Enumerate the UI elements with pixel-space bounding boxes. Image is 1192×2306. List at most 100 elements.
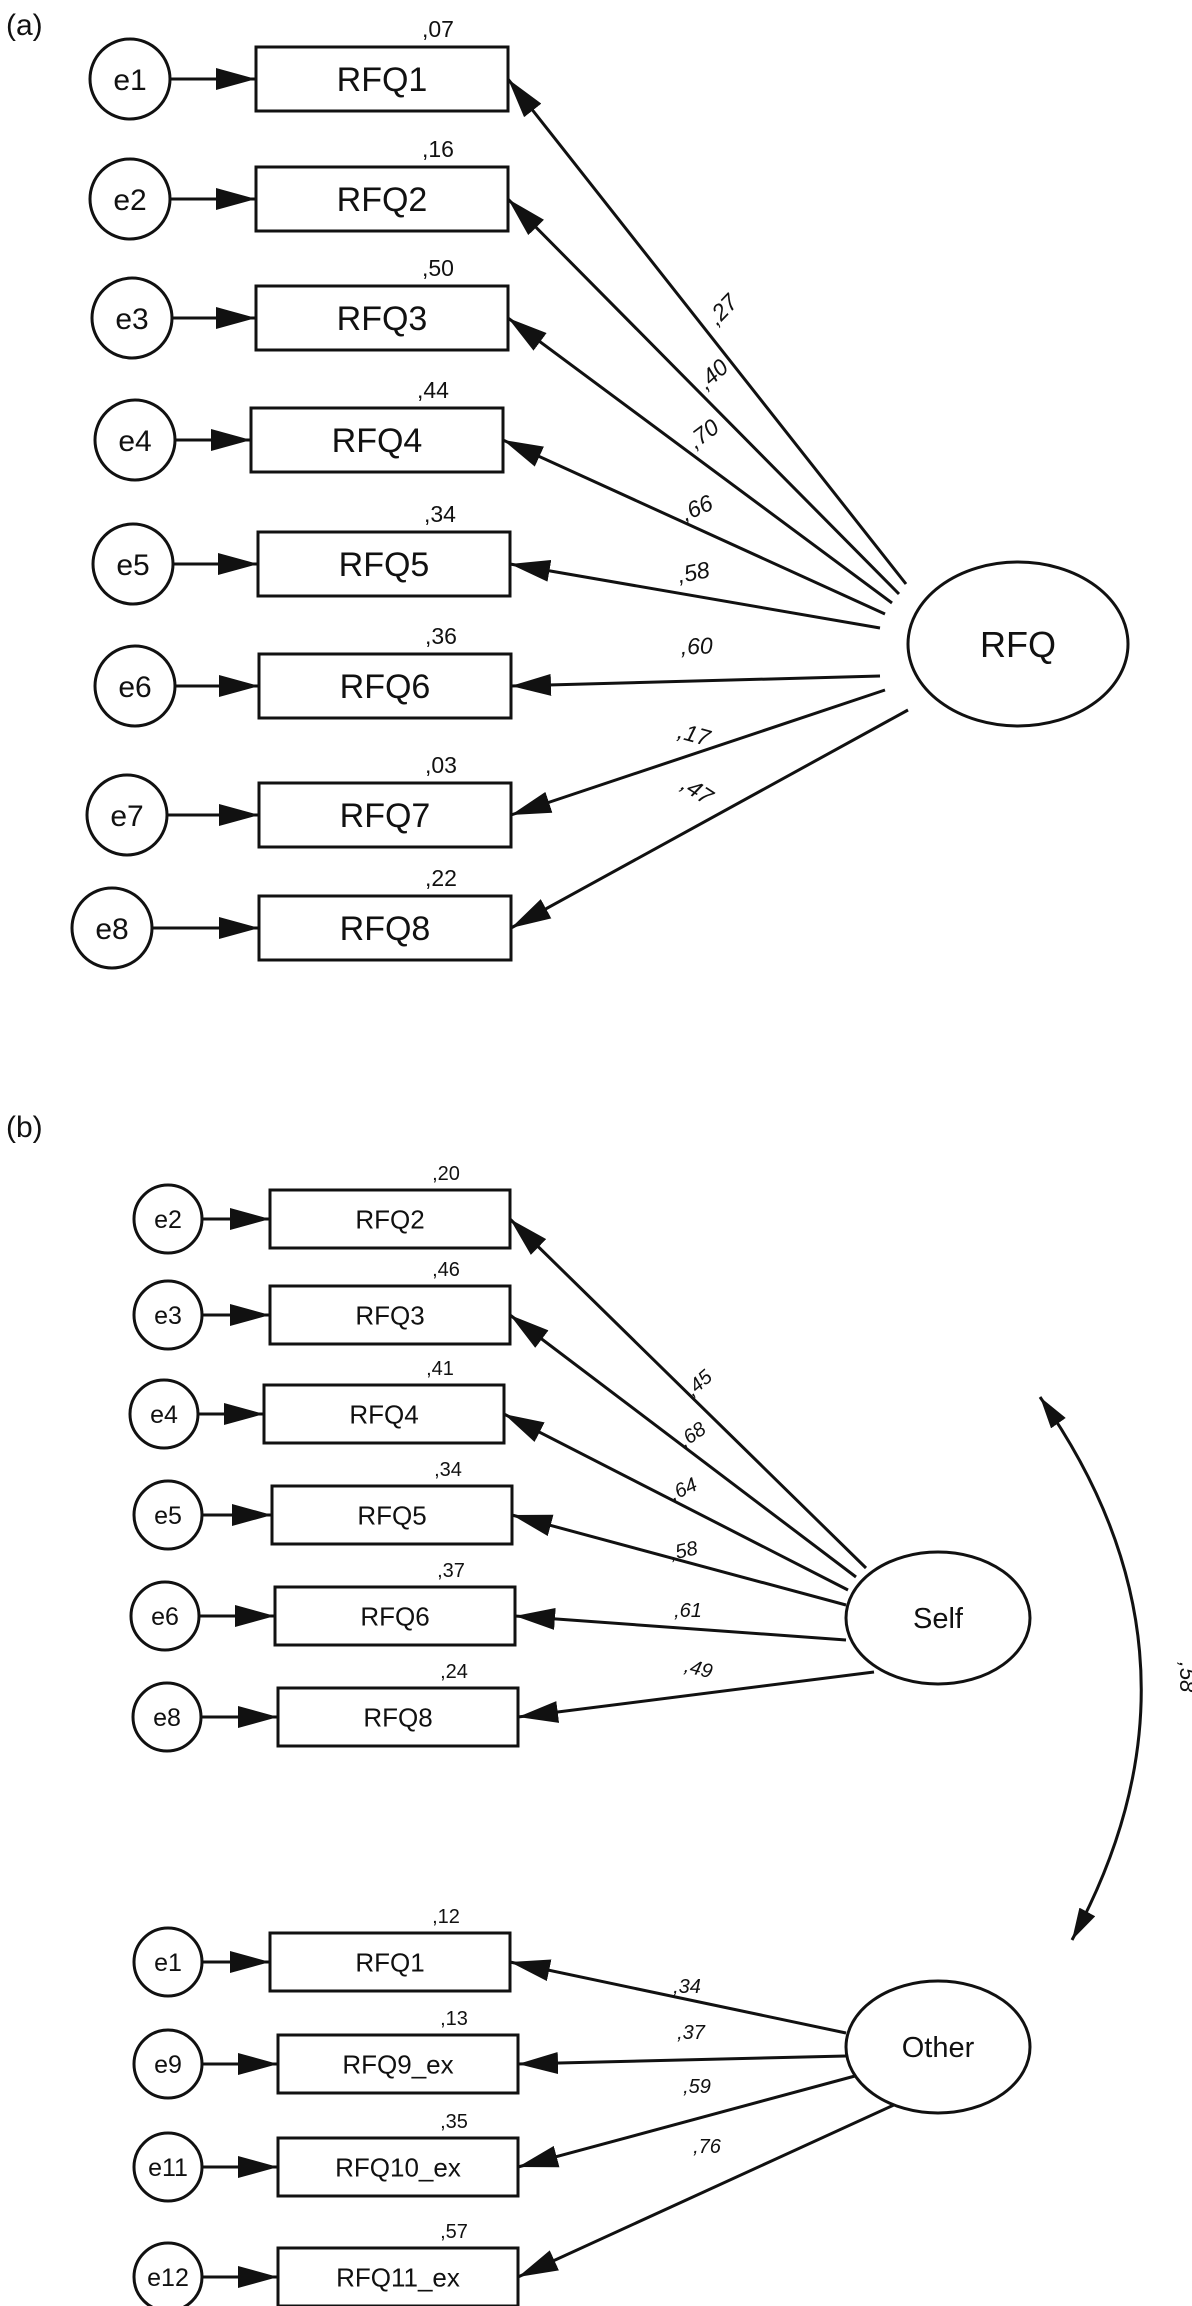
b-self-item-3-loading-path — [503, 1412, 849, 1592]
b-other-item-1-loading-path — [509, 1959, 847, 2035]
factor-correlation-arrow — [1038, 1396, 1143, 1941]
a-item-3-error-circle — [90, 276, 174, 360]
b-self-item-6-r2-label: ,24 — [440, 1661, 468, 1683]
b-self-item-3-error-circle — [128, 1378, 200, 1450]
a-item-3-loading-path — [507, 316, 893, 605]
a-item-1-error-circle — [88, 37, 172, 121]
a-item-3-r2-label: ,50 — [422, 255, 454, 281]
b-self-item-3-error-label: e4 — [150, 1401, 178, 1429]
a-item-3-indicator-box — [254, 284, 510, 352]
b-other-item-4-error-label: e12 — [147, 2264, 189, 2292]
a-item-5-indicator-box — [256, 530, 512, 598]
a-item-1-loading-label: ,27 — [702, 288, 744, 330]
a-item-7-indicator-box — [257, 781, 513, 849]
b-self-item-4-loading-label: ,58 — [668, 1537, 700, 1564]
a-item-2-indicator-label: RFQ2 — [337, 181, 428, 219]
a-item-2-loading-label: ,40 — [692, 354, 733, 395]
a-item-7-error-label: e7 — [110, 800, 143, 833]
b-other-item-2-loading-label: ,37 — [677, 2022, 706, 2044]
b-self-item-2-error-circle — [132, 1279, 204, 1351]
a-item-4-r2-label: ,44 — [417, 377, 449, 403]
latent-self: Self — [844, 1550, 1032, 1686]
a-item-8-loading-label: ,47 — [677, 771, 719, 811]
factor-correlation-label: ,58 — [1175, 1662, 1192, 1693]
a-item-2-error-label: e2 — [113, 184, 146, 217]
b-self-item-4-error-label: e5 — [154, 1502, 182, 1530]
a-item-4-error-circle — [93, 398, 177, 482]
b-self-item-2-indicator-box — [268, 1284, 512, 1346]
b-self-item-6-loading-path — [517, 1670, 875, 1723]
b-self-item-2-loading-path — [509, 1313, 857, 1579]
a-item-6-error-circle — [93, 644, 177, 728]
a-item-8-r2-label: ,22 — [425, 865, 457, 891]
a-item-5-indicator-label: RFQ5 — [339, 546, 430, 584]
b-other-item-1-error-label: e1 — [154, 1949, 182, 1977]
b-self-item-6-error-label: e8 — [153, 1704, 181, 1732]
b-other-item-2-error-circle — [132, 2028, 204, 2100]
b-self-item-6-indicator-box — [276, 1686, 520, 1748]
b-other-item-4-loading-label: ,76 — [693, 2136, 722, 2158]
b-other-item-4-indicator-box — [276, 2246, 520, 2306]
b-self-item-6-error-circle — [131, 1681, 203, 1753]
a-item-6-indicator-label: RFQ6 — [340, 668, 431, 706]
b-self-item-5-error-circle — [129, 1580, 201, 1652]
a-item-3-indicator-label: RFQ3 — [337, 300, 428, 338]
b-other-item-1-r2-label: ,12 — [432, 1906, 460, 1928]
b-self-item-3-r2-label: ,41 — [426, 1358, 454, 1380]
a-item-4-indicator-box — [249, 406, 505, 474]
a-item-7-loading-path — [510, 688, 886, 817]
b-other-item-1-loading-label: ,34 — [673, 1976, 701, 1998]
b-self-item-2-loading-label: ,68 — [675, 1418, 710, 1452]
b-self-item-6-indicator-label: RFQ8 — [363, 1702, 432, 1732]
b-other-item-2-loading-path — [517, 2052, 847, 2075]
b-self-item-2-indicator-label: RFQ3 — [355, 1300, 424, 1330]
b-self-item-1-loading-path — [508, 1217, 868, 1570]
b-self-item-4-indicator-label: RFQ5 — [357, 1500, 426, 1530]
b-self-item-1-r2-label: ,20 — [432, 1163, 460, 1185]
b-self-item-1-error-label: e2 — [154, 1206, 182, 1234]
latent-self-label: Self — [913, 1603, 964, 1635]
b-other-item-3-r2-label: ,35 — [440, 2111, 468, 2133]
panel-b-label: (b) — [6, 1111, 43, 1144]
b-other-item-3-error-circle — [132, 2131, 204, 2203]
latent-rfq-label: RFQ — [980, 624, 1056, 665]
a-item-4-indicator-label: RFQ4 — [332, 422, 423, 460]
latent-rfq: RFQ — [906, 560, 1130, 728]
a-item-5-loading-path — [509, 559, 881, 630]
b-other-item-4-error-circle — [132, 2241, 204, 2306]
b-self-item-3-indicator-label: RFQ4 — [349, 1399, 418, 1429]
b-self-item-5-indicator-box — [273, 1585, 517, 1647]
b-other-item-3-indicator-label: RFQ10_ex — [335, 2152, 461, 2182]
b-other-item-4-indicator-label: RFQ11_ex — [336, 2262, 460, 2292]
latent-other: Other — [844, 1979, 1032, 2115]
b-other-item-3-loading-path — [517, 2074, 856, 2169]
a-item-8-indicator-label: RFQ8 — [340, 910, 431, 948]
b-self-item-5-error-label: e6 — [151, 1603, 179, 1631]
b-self-item-4-indicator-box — [270, 1484, 514, 1546]
a-item-5-error-circle — [91, 522, 175, 606]
a-item-7-error-circle — [85, 773, 169, 857]
a-item-1-indicator-label: RFQ1 — [337, 61, 428, 99]
a-item-2-r2-label: ,16 — [422, 136, 454, 162]
a-item-6-loading-label: ,60 — [680, 632, 713, 659]
a-item-5-r2-label: ,34 — [424, 501, 456, 527]
b-self-item-1-error-circle — [132, 1183, 204, 1255]
a-item-2-loading-path — [506, 197, 901, 596]
a-item-5-loading-label: ,58 — [675, 556, 712, 588]
b-self-item-6-loading-label: ,49 — [682, 1655, 714, 1683]
a-item-4-error-label: e4 — [118, 425, 151, 458]
panel-a-label: (a) — [6, 9, 43, 42]
b-self-item-1-indicator-box — [268, 1188, 512, 1250]
a-item-4-loading-path — [502, 438, 886, 616]
b-other-item-3-error-label: e11 — [148, 2154, 188, 2182]
a-item-8-error-circle — [70, 886, 154, 970]
a-item-2-error-circle — [88, 157, 172, 241]
a-item-2-indicator-box — [254, 165, 510, 233]
b-self-item-3-indicator-box — [262, 1383, 506, 1445]
b-other-item-2-r2-label: ,13 — [440, 2008, 468, 2030]
b-other-item-2-error-label: e9 — [154, 2051, 182, 2079]
b-self-item-1-indicator-label: RFQ2 — [355, 1204, 424, 1234]
a-item-5-error-label: e5 — [116, 549, 149, 582]
